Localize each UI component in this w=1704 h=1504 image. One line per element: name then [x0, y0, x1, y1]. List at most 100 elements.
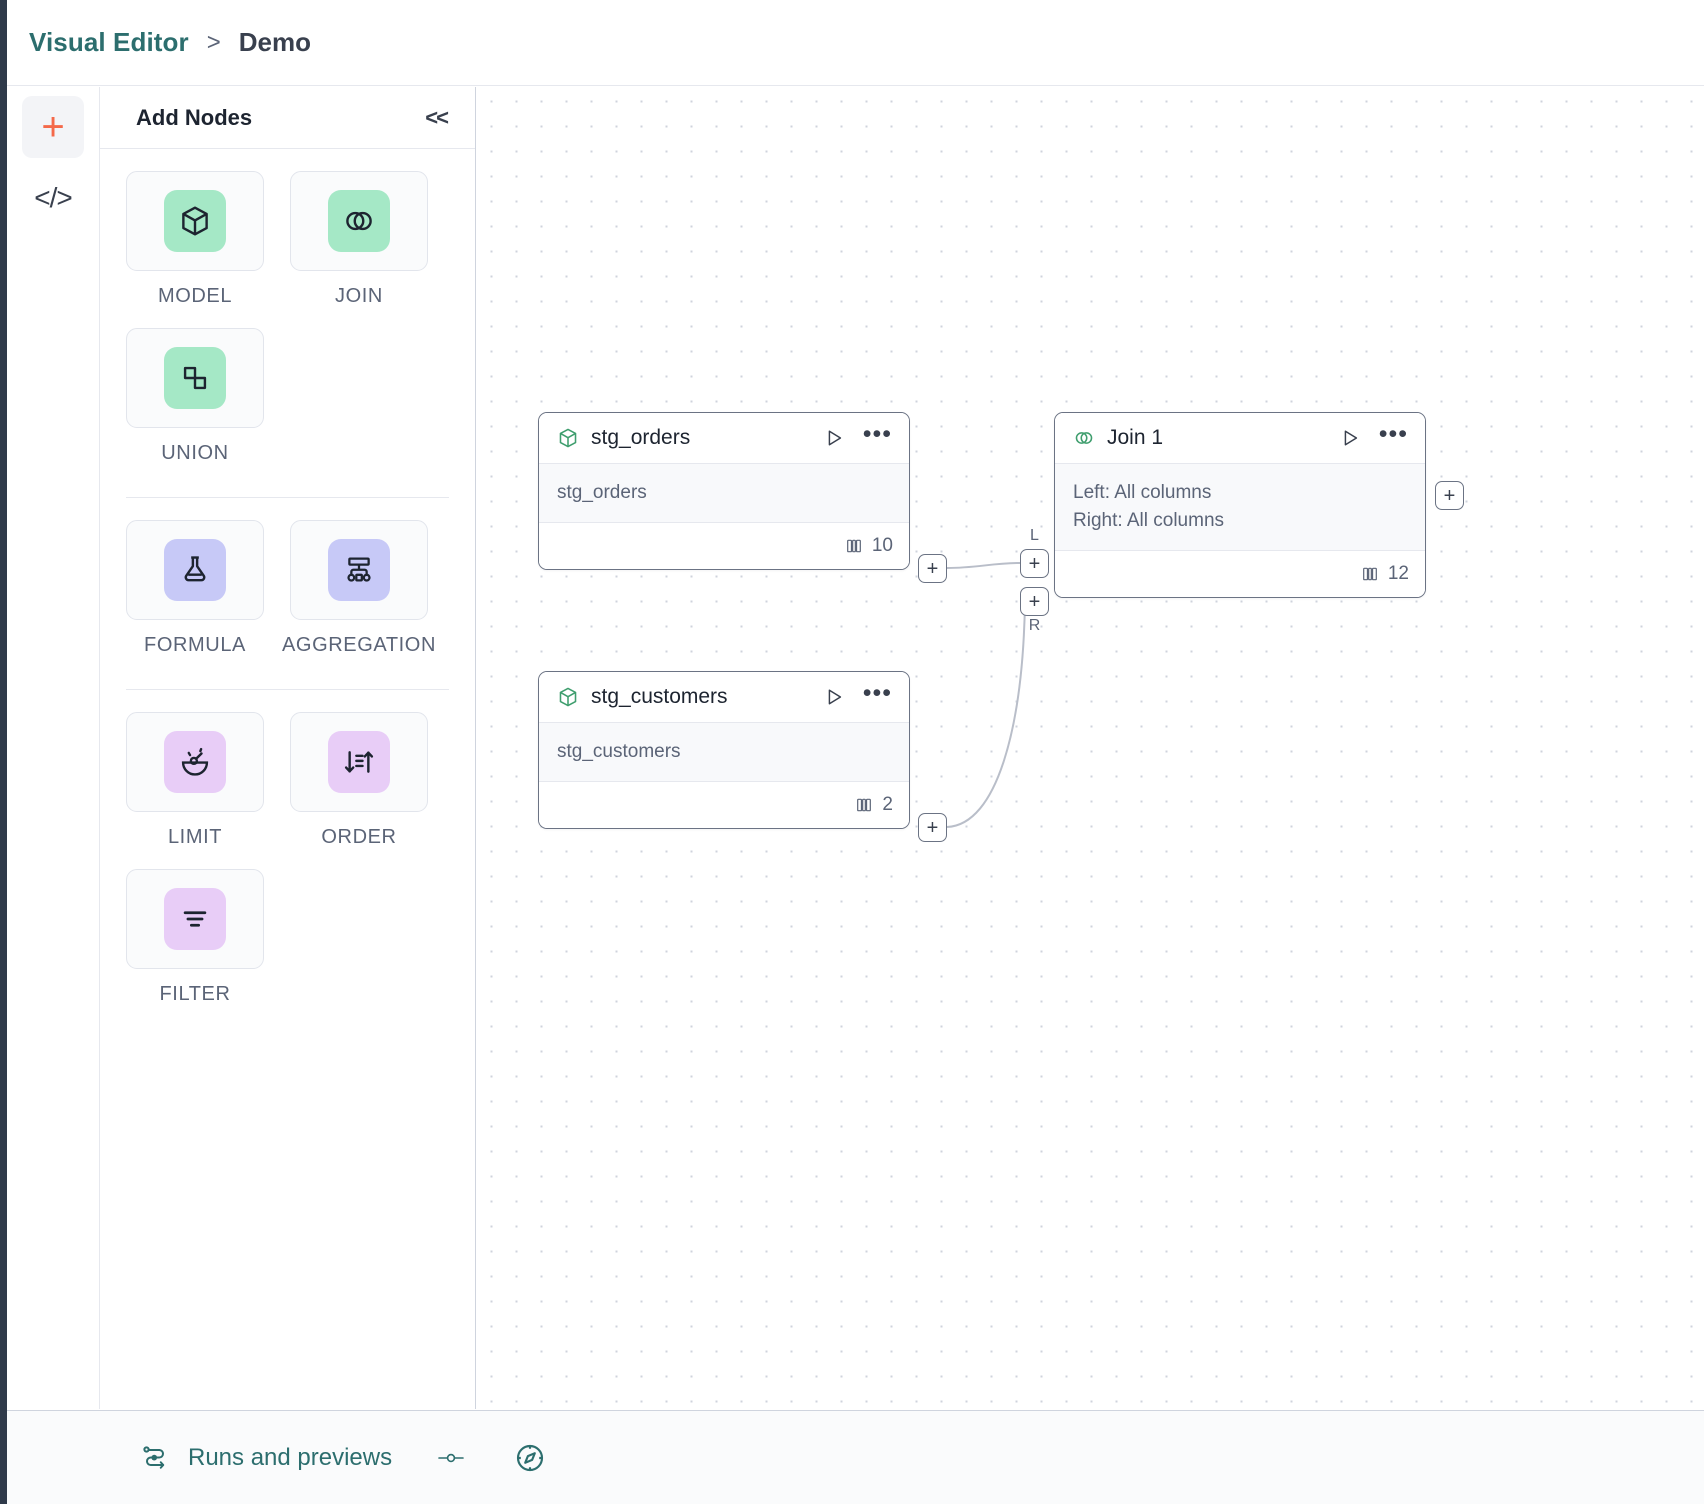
add-button[interactable]: +: [22, 96, 84, 158]
bottombar-left-fill: [7, 1410, 100, 1504]
node-footer: 12: [1055, 551, 1425, 597]
group-divider: [126, 497, 449, 498]
breadcrumb-separator: >: [207, 29, 221, 57]
cube-icon: [557, 427, 579, 449]
node-label: LIMIT: [168, 826, 222, 849]
venn-circles-icon: [1073, 427, 1095, 449]
node-title: stg_orders: [591, 426, 823, 450]
node-tile-model[interactable]: MODEL: [126, 171, 264, 322]
add-nodes-body: MODEL JOIN: [100, 149, 475, 1026]
window-edge-strip: [0, 0, 7, 1504]
add-nodes-header: Add Nodes <<: [100, 87, 475, 149]
run-icon[interactable]: [823, 686, 845, 708]
handle-join-output[interactable]: +: [1435, 481, 1464, 510]
join-swatch[interactable]: [290, 171, 428, 271]
aggregation-swatch[interactable]: [290, 520, 428, 620]
canvas-node-join-1[interactable]: Join 1 ••• Left: All columns Right: All …: [1054, 412, 1426, 598]
header-bar: Visual Editor > Demo: [7, 0, 1704, 86]
node-header: stg_customers •••: [539, 672, 909, 723]
column-count-badge: 2: [855, 794, 893, 816]
node-header: stg_orders •••: [539, 413, 909, 464]
node-label: FORMULA: [144, 634, 246, 657]
run-icon[interactable]: [1339, 427, 1361, 449]
node-tile-order[interactable]: ORDER: [290, 712, 428, 863]
node-title: stg_customers: [591, 685, 823, 709]
handle-stg-customers-output[interactable]: +: [918, 813, 947, 842]
column-count-value: 12: [1388, 563, 1409, 585]
sort-arrows-icon: [328, 731, 390, 793]
node-body-line: stg_orders: [557, 479, 891, 507]
handle-join-input-left[interactable]: +: [1020, 549, 1049, 578]
limit-swatch[interactable]: [126, 712, 264, 812]
breadcrumb-leaf[interactable]: Demo: [239, 27, 311, 58]
node-tile-union[interactable]: UNION: [126, 328, 264, 479]
node-tile-filter[interactable]: FILTER: [126, 869, 264, 1020]
node-tile-limit[interactable]: LIMIT: [126, 712, 264, 863]
node-group-transforms: FORMULA AGGREGATION: [100, 520, 475, 677]
node-title: Join 1: [1107, 426, 1339, 450]
cube-icon: [164, 190, 226, 252]
node-label: UNION: [161, 442, 228, 465]
runs-and-previews-label[interactable]: Runs and previews: [188, 1444, 392, 1472]
venn-circles-icon: [328, 190, 390, 252]
handle-join-input-right[interactable]: +: [1020, 587, 1049, 616]
node-group-sources: MODEL JOIN: [100, 171, 475, 485]
model-swatch[interactable]: [126, 171, 264, 271]
cube-icon: [557, 686, 579, 708]
formula-swatch[interactable]: [126, 520, 264, 620]
node-label: ORDER: [321, 826, 396, 849]
node-menu-icon[interactable]: •••: [863, 688, 892, 706]
node-body-line: stg_customers: [557, 738, 891, 766]
slider-icon[interactable]: [436, 1443, 470, 1473]
union-swatch[interactable]: [126, 328, 264, 428]
node-label: AGGREGATION: [282, 634, 436, 657]
canvas-node-stg-customers[interactable]: stg_customers ••• stg_customers 2: [538, 671, 910, 829]
node-footer: 10: [539, 523, 909, 569]
node-tile-join[interactable]: JOIN: [290, 171, 428, 322]
compass-icon[interactable]: [514, 1442, 546, 1474]
column-count-value: 10: [872, 535, 893, 557]
node-menu-icon[interactable]: •••: [1379, 429, 1408, 447]
flask-icon: [164, 539, 226, 601]
order-swatch[interactable]: [290, 712, 428, 812]
node-body: stg_customers: [539, 723, 909, 782]
add-nodes-panel: Add Nodes << MODEL: [100, 87, 476, 1409]
handle-label-left: L: [1020, 527, 1049, 545]
node-body-line-left: Left: All columns: [1073, 479, 1407, 507]
canvas-node-stg-orders[interactable]: stg_orders ••• stg_orders 10: [538, 412, 910, 570]
handle-label-right: R: [1020, 617, 1049, 635]
code-button[interactable]: </>: [22, 167, 84, 229]
handle-stg-orders-output[interactable]: +: [918, 554, 947, 583]
node-body-line-right: Right: All columns: [1073, 507, 1407, 535]
column-count-value: 2: [882, 794, 893, 816]
columns-icon: [1361, 565, 1379, 583]
filter-swatch[interactable]: [126, 869, 264, 969]
node-label: MODEL: [158, 285, 232, 308]
panel-title: Add Nodes: [136, 105, 252, 131]
filter-lines-icon: [164, 888, 226, 950]
gauge-icon: [164, 731, 226, 793]
hierarchy-icon: [328, 539, 390, 601]
left-icon-rail: + </>: [7, 87, 100, 1409]
bottom-bar: Runs and previews: [100, 1410, 1704, 1504]
node-footer: 2: [539, 782, 909, 828]
node-menu-icon[interactable]: •••: [863, 429, 892, 447]
columns-icon: [855, 796, 873, 814]
union-shapes-icon: [164, 347, 226, 409]
node-tile-formula[interactable]: FORMULA: [126, 520, 264, 671]
node-header: Join 1 •••: [1055, 413, 1425, 464]
node-label: FILTER: [159, 983, 230, 1006]
node-label: JOIN: [335, 285, 383, 308]
flow-canvas[interactable]: stg_orders ••• stg_orders 10: [477, 87, 1704, 1409]
column-count-badge: 12: [1361, 563, 1409, 585]
column-count-badge: 10: [845, 535, 893, 557]
breadcrumb-root[interactable]: Visual Editor: [29, 27, 189, 58]
columns-icon: [845, 537, 863, 555]
runs-previews-icon: [140, 1443, 170, 1473]
collapse-panel-button[interactable]: <<: [425, 105, 447, 131]
node-tile-aggregation[interactable]: AGGREGATION: [290, 520, 428, 671]
group-divider: [126, 689, 449, 690]
run-icon[interactable]: [823, 427, 845, 449]
node-body: Left: All columns Right: All columns: [1055, 464, 1425, 551]
node-group-shaping: LIMIT ORDER: [100, 712, 475, 1026]
